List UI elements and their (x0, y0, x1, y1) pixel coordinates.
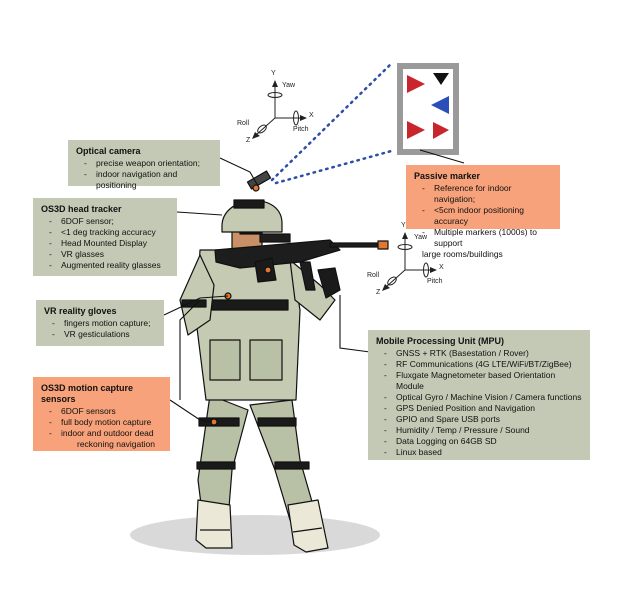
axis-top-pitch-label: Pitch (293, 126, 309, 133)
mpu-item: Data Logging on 64GB SD (384, 436, 582, 447)
camera-sensor-dot (252, 184, 260, 192)
passive-marker-graphic (397, 63, 459, 155)
vr-gloves-item: VR gesticulations (52, 329, 156, 340)
optical-camera-item: indoor navigation and positioning (84, 169, 212, 191)
mpu-item: Optical Gyro / Machine Vision / Camera f… (384, 392, 582, 403)
optical-camera-callout: Optical camera precise weapon orientatio… (68, 140, 220, 190)
camera-marker-dotted-lines (270, 61, 397, 185)
ground-shadow (130, 515, 380, 555)
mpu-item: GPS Denied Position and Navigation (384, 403, 582, 414)
mpu-item: GNSS + RTK (Basestation / Rover) (384, 348, 582, 359)
callout-leader-lines (163, 149, 465, 423)
mpu-title: Mobile Processing Unit (MPU) (376, 336, 505, 346)
soldier-figure (179, 170, 389, 553)
passive-marker-title: Passive marker (414, 171, 481, 181)
head-tracker-item: VR glasses (49, 249, 169, 260)
glove-sensor-dot (264, 266, 272, 274)
mpu-item: RF Communications (4G LTE/WiFi/BT/ZigBee… (384, 359, 582, 370)
axis-top-y-label: Y (271, 70, 276, 77)
head-tracker-item: Augmented reality glasses (49, 260, 169, 271)
axis-diagram-top (252, 80, 307, 139)
passive-marker-item: Multiple markers (1000s) to support (422, 227, 552, 249)
axis-top-roll-label: Roll (237, 120, 250, 127)
head-tracker-item: Head Mounted Display (49, 238, 169, 249)
axis-top-z-label: Z (246, 137, 251, 144)
head-tracker-title: OS3D head tracker (41, 204, 122, 214)
motion-capture-item: full body motion capture (49, 417, 162, 428)
head-tracker-item: 6DOF sensor; (49, 216, 169, 227)
mpu-item: Linux based (384, 447, 582, 458)
head-tracker-item: <1 deg tracking accuracy (49, 227, 169, 238)
vr-gloves-item: fingers motion capture; (52, 318, 156, 329)
mpu-item: Humidity / Temp / Pressure / Sound (384, 425, 582, 436)
motion-capture-title: OS3D motion capture sensors (41, 383, 134, 404)
axis-diagram-mid (382, 232, 437, 291)
axis-mid-roll-label: Roll (367, 272, 380, 279)
motion-capture-item-continuation: reckoning navigation (77, 439, 155, 449)
motion-capture-item: indoor and outdoor dead (49, 428, 162, 439)
vr-gloves-callout: VR reality gloves fingers motion capture… (36, 300, 164, 346)
axis-mid-x-label: X (439, 264, 444, 271)
axis-mid-yaw-label: Yaw (414, 234, 428, 241)
mpu-item: Fluxgate Magnetometer based Orientation … (384, 370, 582, 392)
mpu-item: GPIO and Spare USB ports (384, 414, 582, 425)
head-tracker-callout: OS3D head tracker 6DOF sensor; <1 deg tr… (33, 198, 177, 276)
axis-top-yaw-label: Yaw (282, 82, 296, 89)
motion-capture-item: 6DOF sensors (49, 406, 162, 417)
passive-marker-item-continuation: large rooms/buildings (422, 249, 503, 259)
axis-mid-y-label: Y (401, 222, 406, 229)
passive-marker-item: Reference for indoor navigation; (422, 183, 552, 205)
passive-marker-item: <5cm indoor positioning accuracy (422, 205, 552, 227)
mpu-callout: Mobile Processing Unit (MPU) GNSS + RTK … (368, 330, 590, 460)
axis-mid-pitch-label: Pitch (427, 278, 443, 285)
vr-gloves-title: VR reality gloves (44, 306, 117, 316)
optical-camera-item: precise weapon orientation; (84, 158, 212, 169)
axis-mid-z-label: Z (376, 289, 381, 296)
passive-marker-callout: Passive marker Reference for indoor navi… (406, 165, 560, 259)
axis-top-x-label: X (309, 112, 314, 119)
motion-capture-callout: OS3D motion capture sensors 6DOF sensors… (33, 377, 170, 451)
optical-camera-title: Optical camera (76, 146, 141, 156)
